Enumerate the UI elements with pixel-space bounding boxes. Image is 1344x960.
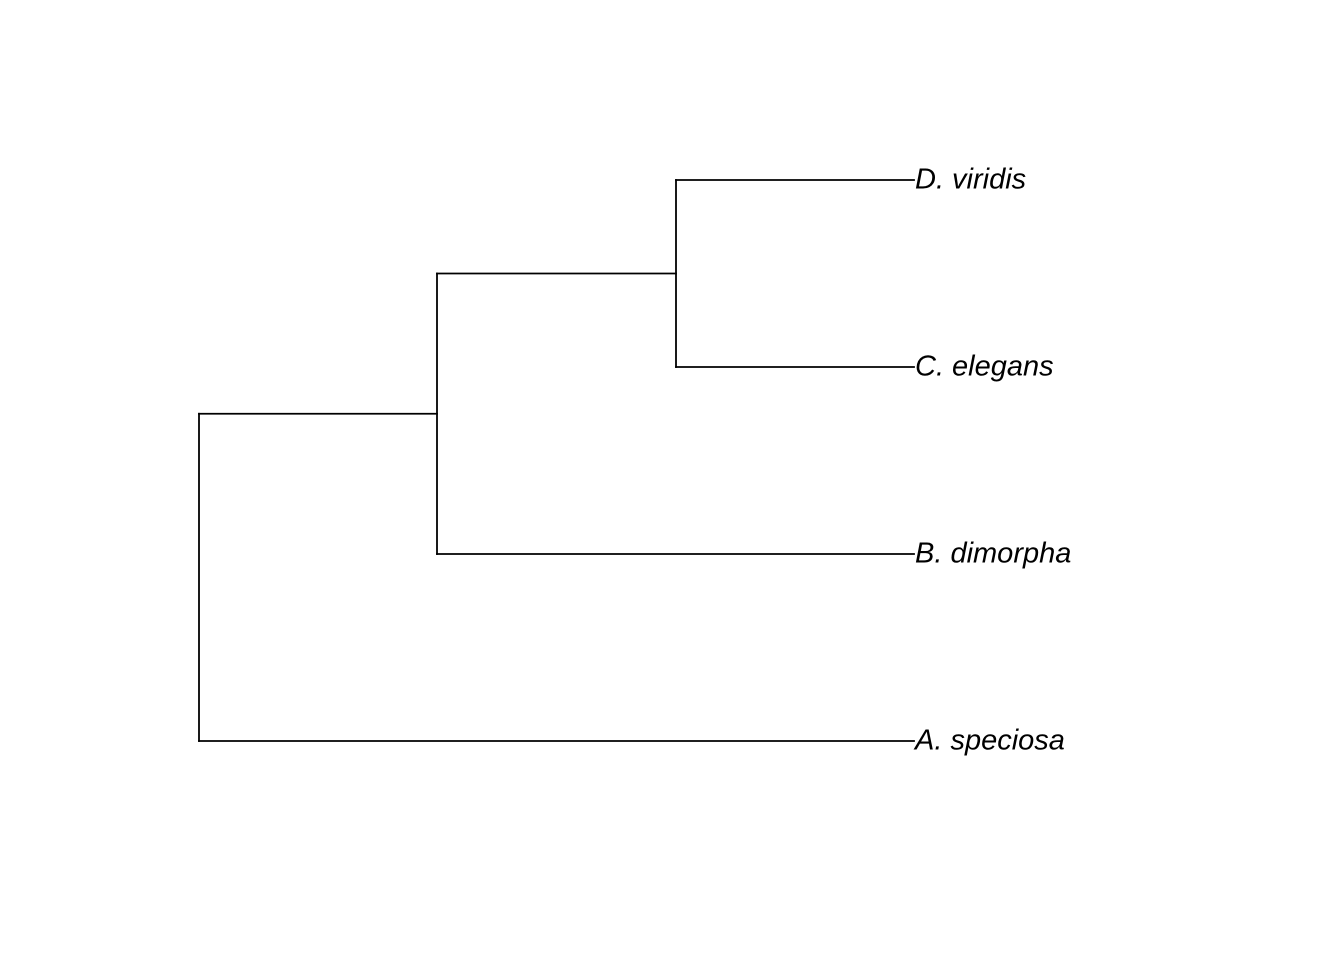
tip-labels: D. viridis C. elegans B. dimorpha A. spe…	[913, 164, 1071, 757]
tip-label-d-viridis: D. viridis	[915, 164, 1026, 196]
tip-label-a-speciosa: A. speciosa	[913, 725, 1065, 757]
tip-label-c-elegans: C. elegans	[915, 351, 1054, 383]
tree-branches	[198, 179, 915, 742]
tip-label-b-dimorpha: B. dimorpha	[915, 538, 1071, 570]
